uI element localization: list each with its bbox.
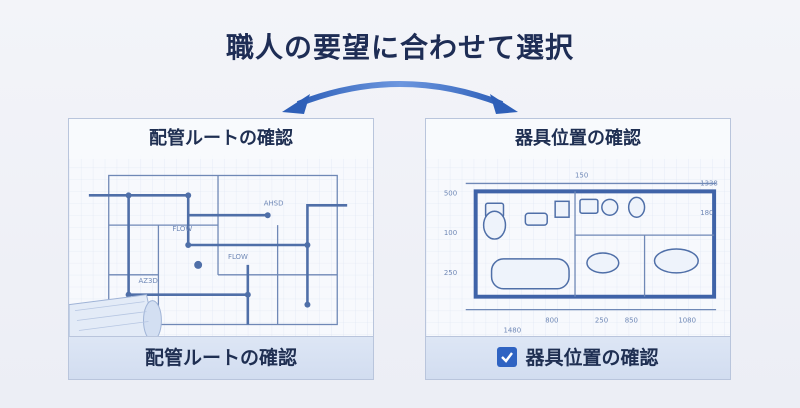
fixture-position-panel[interactable]: 500 150 100 800 1080 1338 1480 250 180 8… — [425, 118, 731, 380]
svg-text:850: 850 — [625, 317, 638, 325]
fixture-floorplan: 500 150 100 800 1080 1338 1480 250 180 8… — [426, 155, 730, 341]
svg-text:1480: 1480 — [503, 326, 521, 334]
svg-text:800: 800 — [545, 317, 558, 325]
svg-text:500: 500 — [444, 189, 457, 197]
drawing-label: FLOW — [228, 253, 248, 261]
check-icon — [497, 346, 518, 367]
piping-route-panel[interactable]: FLOW AHSD FLOW AZ3D 配管ルートの確認 配管ルートの確認 — [68, 118, 374, 380]
double-arrow-icon — [282, 81, 518, 114]
panel-title: 配管ルートの確認 — [69, 119, 373, 159]
page-title: 職人の要望に合わせて選択 — [225, 31, 574, 64]
svg-text:180: 180 — [700, 209, 713, 217]
svg-text:1338: 1338 — [700, 179, 718, 187]
option-label: 器具位置の確認 — [525, 347, 659, 369]
drawing-label: AHSD — [264, 199, 284, 207]
drawing-label: FLOW — [172, 225, 192, 233]
svg-text:100: 100 — [444, 229, 457, 237]
svg-text:250: 250 — [444, 269, 457, 277]
svg-text:1080: 1080 — [678, 317, 696, 325]
svg-text:250: 250 — [595, 317, 608, 325]
fixture-position-option[interactable]: 器具位置の確認 — [426, 336, 730, 379]
panel-title: 器具位置の確認 — [426, 119, 730, 159]
svg-text:150: 150 — [575, 171, 588, 179]
option-label: 配管ルートの確認 — [144, 347, 297, 369]
drawing-label: AZ3D — [139, 277, 158, 285]
piping-blueprint: FLOW AHSD FLOW AZ3D — [69, 155, 373, 341]
piping-route-option[interactable]: 配管ルートの確認 — [69, 336, 373, 379]
